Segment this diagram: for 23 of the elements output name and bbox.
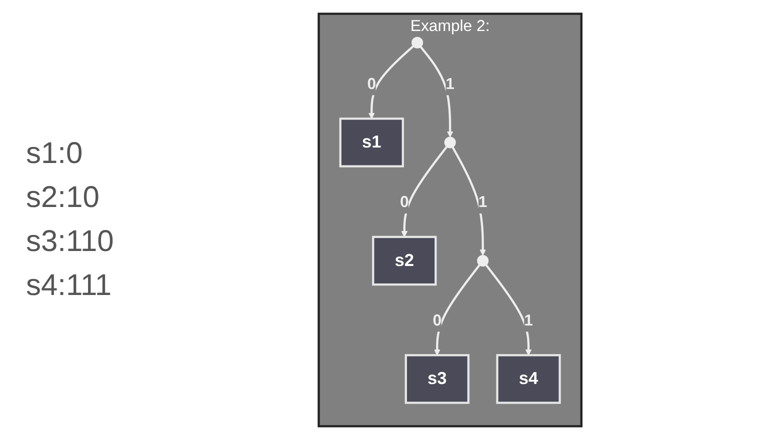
arrow bbox=[368, 45, 414, 119]
code-label: s3:110 bbox=[26, 225, 114, 259]
arrow bbox=[401, 146, 448, 238]
code-label: s1:0 bbox=[26, 137, 84, 171]
code-label: s4:111 bbox=[26, 269, 113, 303]
node-box: s1 bbox=[339, 118, 404, 168]
edge-label: 1 bbox=[446, 74, 454, 92]
arrow bbox=[420, 46, 454, 138]
node-circle bbox=[411, 36, 423, 48]
arrow bbox=[452, 146, 486, 256]
node-circle bbox=[444, 136, 456, 148]
node-box: s4 bbox=[496, 354, 561, 404]
edge-label: 1 bbox=[524, 310, 533, 329]
edge-label: 0 bbox=[432, 310, 442, 329]
edge-label: 0 bbox=[400, 192, 409, 211]
node-box: s2 bbox=[372, 236, 437, 286]
arrow bbox=[485, 264, 532, 356]
edge-label: 1 bbox=[478, 192, 488, 211]
edge-label: 0 bbox=[367, 74, 376, 92]
node-box: s3 bbox=[404, 354, 470, 404]
arrow bbox=[434, 264, 480, 356]
node-circle bbox=[476, 254, 488, 266]
code-label: s2:10 bbox=[26, 181, 100, 215]
